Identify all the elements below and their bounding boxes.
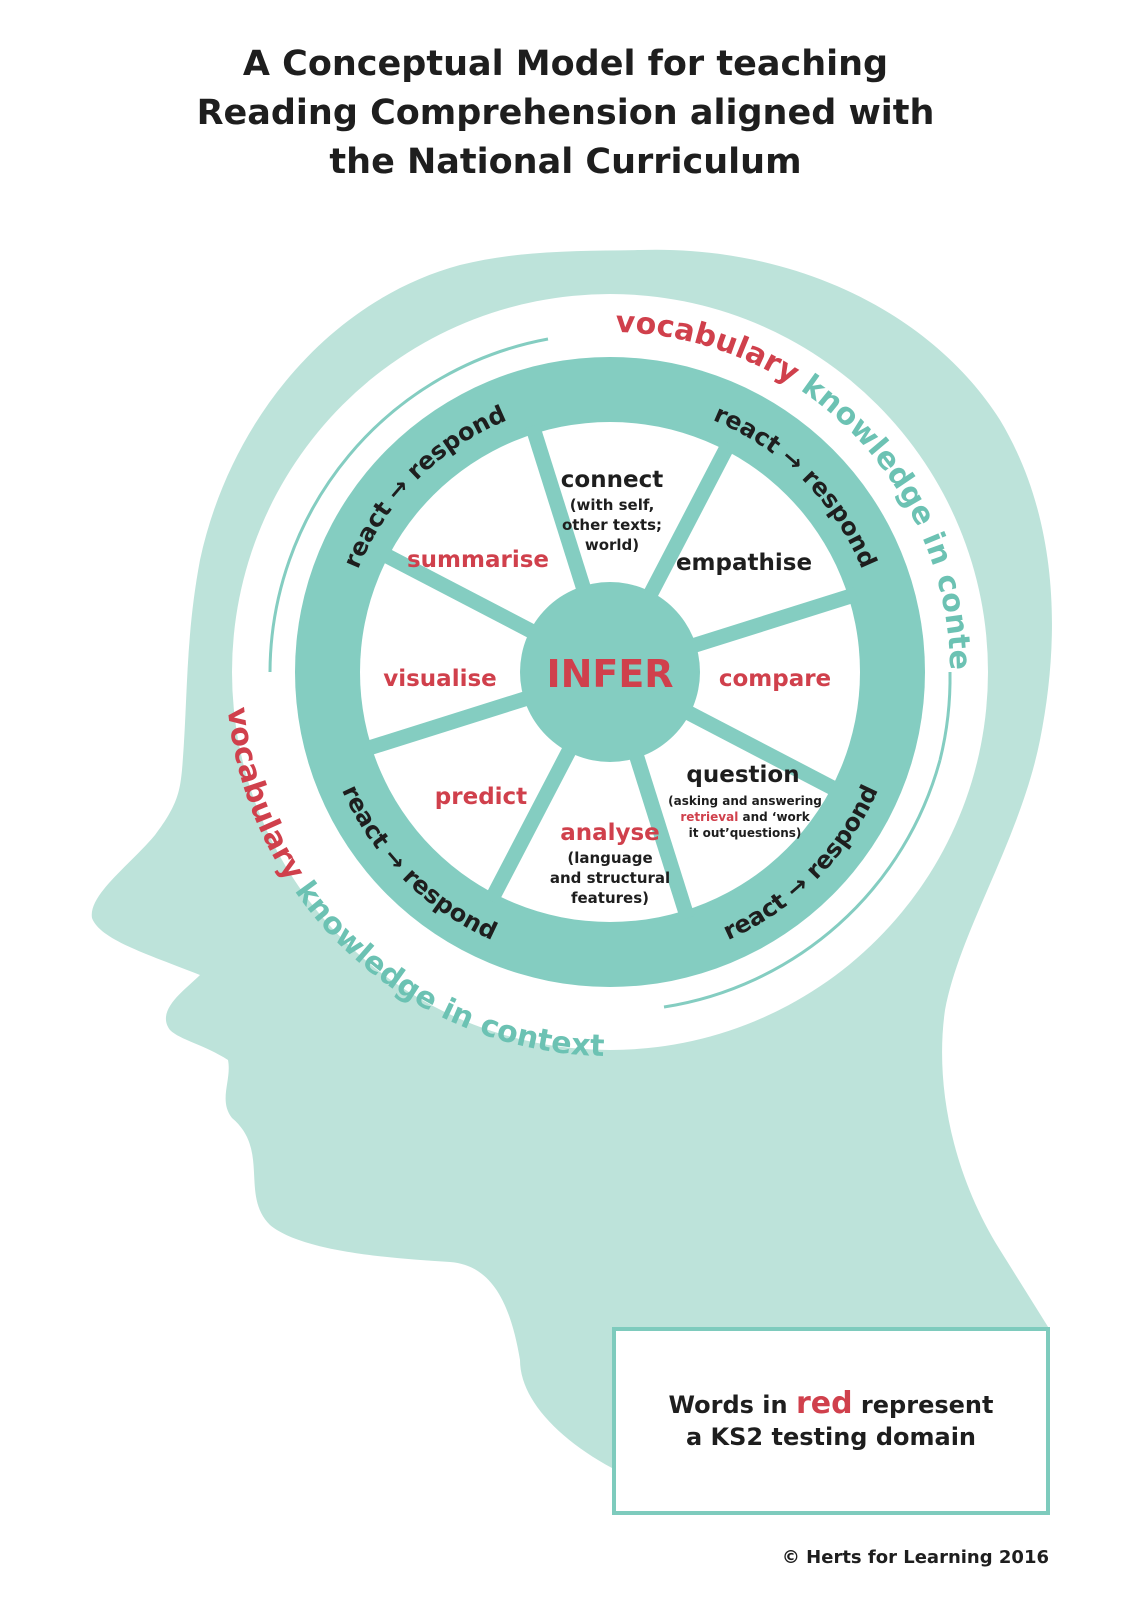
wheel-spokes xyxy=(361,423,859,921)
wheel-spoke xyxy=(525,423,594,598)
legend-line-1: Words in red represent xyxy=(616,1388,1046,1421)
segment-empathise: empathise xyxy=(676,550,812,576)
segment-question: question (asking and answering retrieval… xyxy=(668,762,822,840)
segment-question-sub-2: retrieval and ‘work xyxy=(680,810,810,824)
legend-part-1: Words in xyxy=(668,1391,796,1419)
segment-connect-sub-3: world) xyxy=(585,536,639,554)
legend-part-2: represent xyxy=(852,1391,994,1419)
segment-summarise: summarise xyxy=(407,547,549,573)
title-line-3: the National Curriculum xyxy=(329,142,802,182)
wheel-spoke xyxy=(684,587,859,656)
outer-arc-top xyxy=(268,337,549,673)
wheel-spoke xyxy=(677,702,843,798)
title-line-2: Reading Comprehension aligned with xyxy=(196,93,935,133)
wheel-spoke xyxy=(377,546,543,642)
hub-circle xyxy=(520,582,700,762)
legend-red-word: red xyxy=(795,1386,853,1421)
title-line-1: A Conceptual Model for teaching xyxy=(242,44,889,84)
page-title: A Conceptual Model for teaching Reading … xyxy=(0,40,1131,187)
segment-connect: connect (with self, other texts; world) xyxy=(561,467,663,554)
segment-connect-label: connect xyxy=(561,467,663,493)
segment-question-sub-3: it out’questions) xyxy=(689,826,802,840)
segment-question-sub-2-rest: and ‘work xyxy=(738,810,810,824)
segment-question-sub-1: (asking and answering xyxy=(668,794,822,808)
legend-line-2: a KS2 testing domain xyxy=(685,1423,977,1451)
segment-connect-sub-1: (with self, xyxy=(570,496,655,514)
segment-question-label: question xyxy=(686,762,799,788)
segment-analyse-sub-1: (language xyxy=(567,849,652,867)
copyright-notice: © Herts for Learning 2016 xyxy=(781,1547,1049,1568)
wheel-spoke xyxy=(484,739,580,905)
segment-connect-sub-2: other texts; xyxy=(562,516,662,534)
segment-analyse-sub-3: features) xyxy=(571,889,649,907)
wheel-spoke xyxy=(640,439,736,605)
segment-analyse-sub-2: and structural xyxy=(550,869,670,887)
wheel-spoke xyxy=(626,746,695,921)
legend-box: Words in red represent a KS2 testing dom… xyxy=(612,1327,1050,1515)
segment-compare: compare xyxy=(719,666,831,692)
segment-analyse-label: analyse xyxy=(560,820,660,846)
outer-arc-right xyxy=(938,671,952,761)
segment-predict: predict xyxy=(435,784,527,810)
segment-visualise: visualise xyxy=(383,666,497,692)
outer-arc-bottom xyxy=(663,759,942,1009)
retrieval-word: retrieval xyxy=(680,810,738,824)
hub-label: INFER xyxy=(546,652,673,696)
segment-analyse: analyse (language and structural feature… xyxy=(550,820,670,907)
wheel-spoke xyxy=(361,688,536,757)
